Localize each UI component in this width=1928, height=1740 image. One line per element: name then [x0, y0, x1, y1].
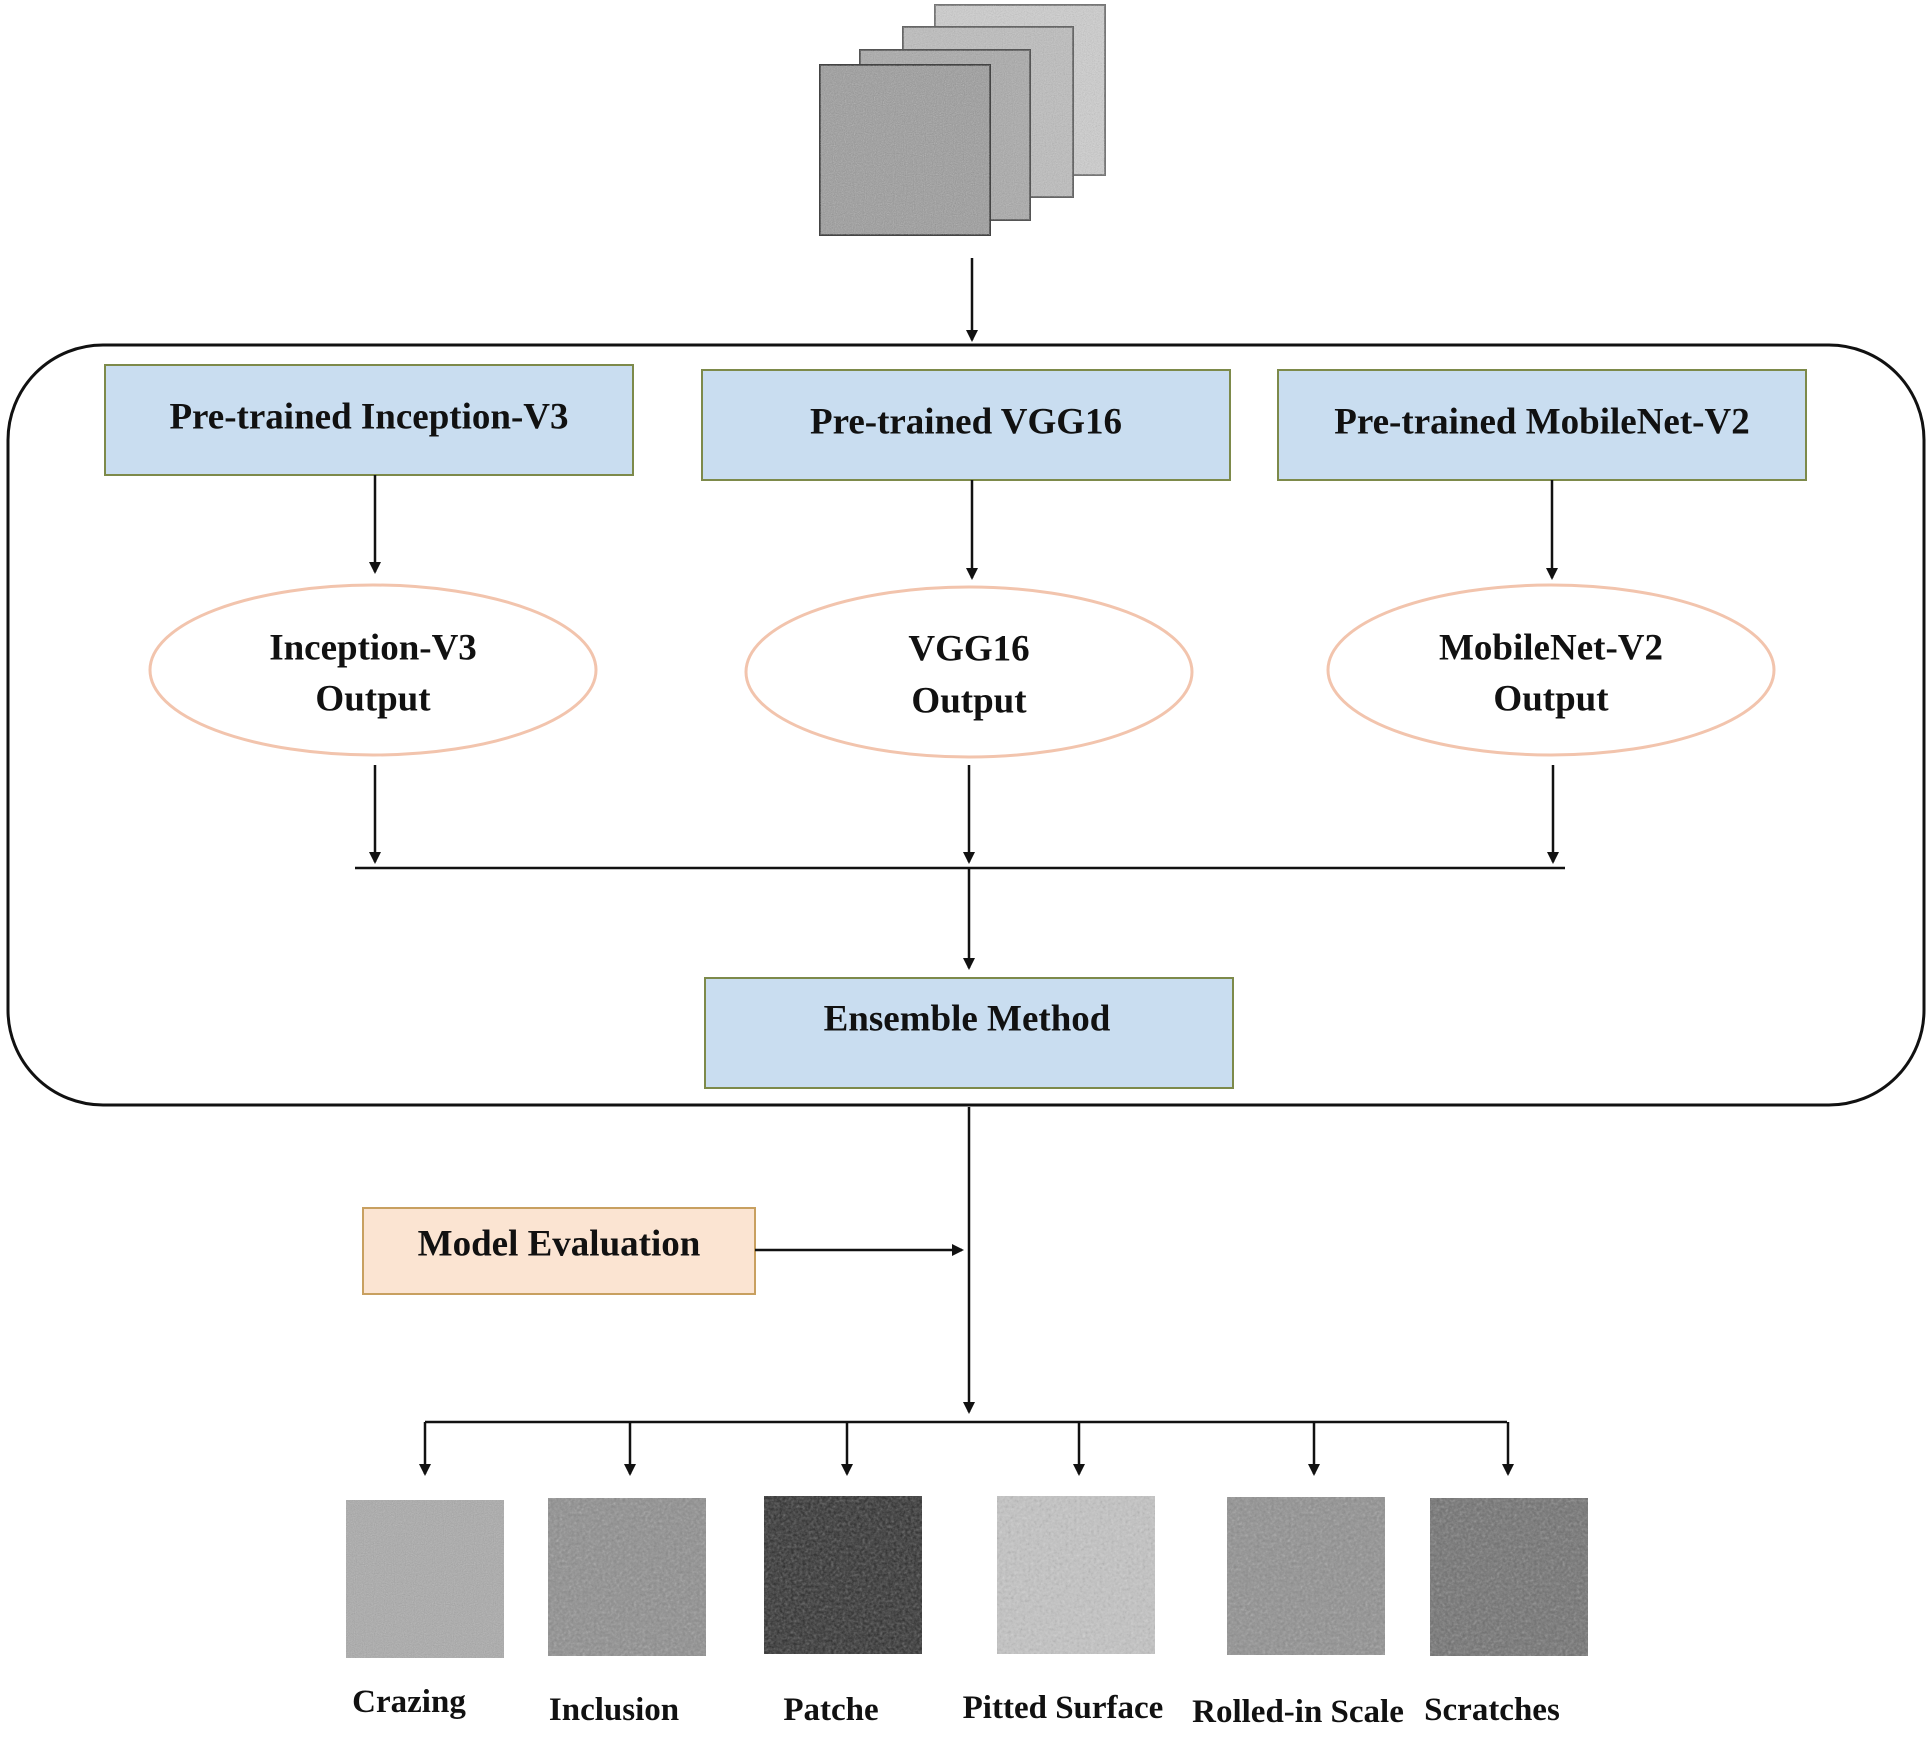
- output-ellipse-mobilenet: MobileNet-V2 Output: [1326, 583, 1776, 757]
- output-inception-line2: Output: [315, 678, 431, 719]
- pipeline-container: [6, 343, 1926, 1107]
- thumbnail-patche: [764, 1496, 922, 1654]
- thumbnail-pitted-surface: [997, 1496, 1155, 1654]
- output-ellipse-inception: Inception-V3 Output: [148, 583, 598, 757]
- output-inception-line1: Inception-V3: [269, 627, 477, 668]
- class-label-scratches: Scratches: [1424, 1692, 1560, 1728]
- output-ellipse-vgg16: VGG16 Output: [744, 585, 1194, 759]
- thumbnail-scratches: [1430, 1498, 1588, 1656]
- model-evaluation-label: Model Evaluation: [418, 1223, 701, 1264]
- model-evaluation-box: Model Evaluation: [362, 1207, 756, 1295]
- class-label-crazing: Crazing: [352, 1684, 466, 1720]
- thumbnail-rolled-in-scale: [1227, 1497, 1385, 1655]
- class-label-inclusion: Inclusion: [549, 1692, 679, 1728]
- class-label-patche: Patche: [783, 1692, 878, 1728]
- class-label-pitted-surface: Pitted Surface: [963, 1690, 1164, 1726]
- model-label-vgg16: Pre-trained VGG16: [810, 401, 1122, 442]
- model-box-mobilenet: Pre-trained MobileNet-V2: [1277, 369, 1807, 481]
- input-image-stack: [819, 4, 1106, 236]
- ensemble-method-label: Ensemble Method: [824, 998, 1111, 1039]
- defect-classes: Crazing Inclusion Patche Pitted Surface Roll…: [346, 1422, 1588, 1730]
- class-label-rolled-in-scale: Rolled-in Scale: [1192, 1694, 1404, 1730]
- output-vgg16-line2: Output: [911, 680, 1027, 721]
- model-box-inception: Pre-trained Inception-V3: [104, 364, 634, 476]
- thumbnail-inclusion: [548, 1498, 706, 1656]
- ensemble-method-box: Ensemble Method: [704, 977, 1234, 1089]
- model-box-vgg16: Pre-trained VGG16: [701, 369, 1231, 481]
- model-label-inception: Pre-trained Inception-V3: [169, 396, 568, 437]
- output-mobilenet-line1: MobileNet-V2: [1439, 627, 1663, 668]
- output-mobilenet-line2: Output: [1493, 678, 1609, 719]
- output-vgg16-line1: VGG16: [908, 628, 1029, 669]
- model-label-mobilenet: Pre-trained MobileNet-V2: [1334, 401, 1749, 442]
- thumbnail-crazing: [346, 1500, 504, 1658]
